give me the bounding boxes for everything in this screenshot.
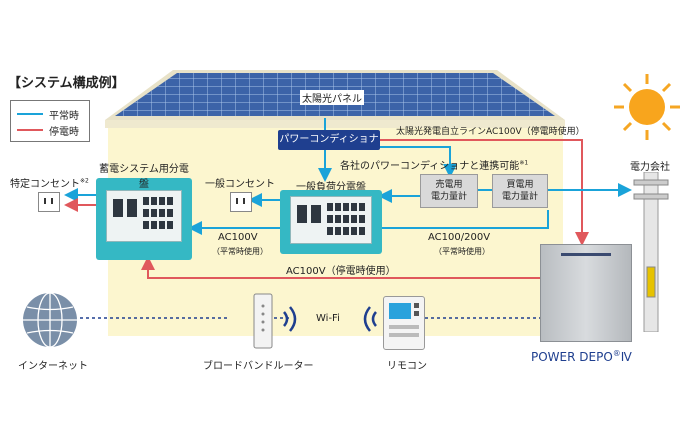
general-outlet-icon xyxy=(230,192,252,212)
remote-controller-icon xyxy=(383,296,425,350)
ac100-200-label: AC100/200V xyxy=(428,232,491,243)
remote-label: リモコン xyxy=(387,361,427,372)
general-panel-title: 一般負荷分電盤 xyxy=(296,182,366,193)
ac100-sub-label: （平常時使用） xyxy=(212,247,268,256)
power-depo-name: POWER DEPO xyxy=(531,350,613,364)
general-outlet-label: 一般コンセント xyxy=(205,179,275,190)
sun-icon xyxy=(614,74,680,140)
buy-meter: 買電用 電力量計 xyxy=(492,174,548,208)
legend-outage-line xyxy=(17,129,43,131)
specific-outlet-icon xyxy=(38,192,60,212)
globe-icon xyxy=(23,292,77,348)
compat-note: 各社のパワーコンディショナと連携可能※1 xyxy=(340,157,528,172)
power-conditioner-box: パワーコンディショナ xyxy=(278,130,380,150)
general-load-panel xyxy=(280,190,382,254)
legend: 平常時 停電時 xyxy=(10,100,90,142)
wifi-label: Wi-Fi xyxy=(316,313,340,324)
legend-normal-label: 平常時 xyxy=(49,111,79,122)
router-label: ブロードバンドルーター xyxy=(203,361,314,372)
ac100-200-sub-label: （平常時使用） xyxy=(434,247,490,256)
diagram-title: 【システム構成例】 xyxy=(8,76,125,91)
compat-note-mark: ※1 xyxy=(519,159,529,167)
ac100-label: AC100V xyxy=(218,232,258,243)
storage-system-panel: 蓄電システム用分電盤 xyxy=(96,164,192,260)
power-depo-ver: Ⅳ xyxy=(620,350,632,364)
legend-normal-line xyxy=(17,113,43,115)
self-line-label: 太陽光発電自立ラインAC100V（停電時使用） xyxy=(396,127,585,137)
router-icon xyxy=(253,293,273,349)
power-depo-unit xyxy=(540,244,632,342)
wifi-left-waves-icon xyxy=(283,306,297,332)
power-depo-label: POWER DEPO®Ⅳ xyxy=(531,349,632,364)
power-company-label: 電力会社 xyxy=(630,162,670,173)
sell-meter: 売電用 電力量計 xyxy=(420,174,478,208)
storage-panel-title: 蓄電システム用分電盤 xyxy=(99,164,189,190)
compat-note-text: 各社のパワーコンディショナと連携可能 xyxy=(340,161,520,172)
utility-pole-icon xyxy=(633,172,669,332)
specific-outlet-mark: ※2 xyxy=(80,177,89,185)
wifi-right-waves-icon xyxy=(363,306,377,332)
internet-label: インターネット xyxy=(18,361,88,372)
legend-outage-label: 停電時 xyxy=(49,127,79,138)
solar-panel-label: 太陽光パネル xyxy=(300,90,364,105)
ac100-outage-label: AC100V（停電時使用） xyxy=(286,266,396,277)
specific-outlet-label: 特定コンセント※2 xyxy=(10,175,89,190)
power-depo-reg: ® xyxy=(612,349,621,358)
specific-outlet-text: 特定コンセント xyxy=(10,179,80,190)
